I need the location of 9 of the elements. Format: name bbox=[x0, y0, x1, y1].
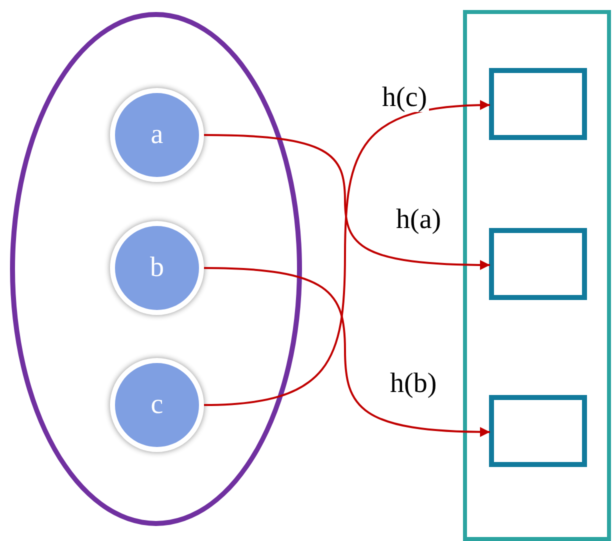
bucket-box bbox=[489, 68, 587, 140]
set-ellipse bbox=[10, 12, 302, 526]
edge-label: h(c) bbox=[380, 84, 430, 112]
table-frame bbox=[463, 10, 611, 541]
arrow bbox=[204, 134, 490, 270]
bucket-box bbox=[489, 395, 587, 467]
arrow bbox=[204, 267, 490, 437]
bucket-box bbox=[489, 228, 587, 300]
arrow bbox=[204, 100, 490, 406]
